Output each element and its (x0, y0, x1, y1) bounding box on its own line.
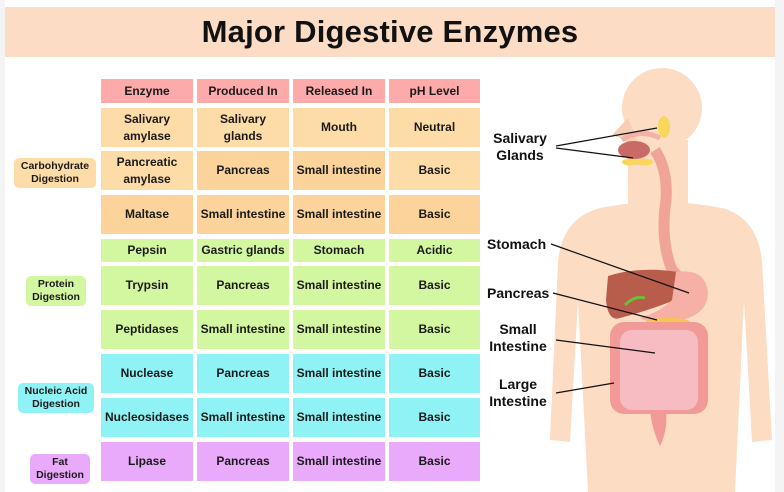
cell-released-in: Mouth (293, 108, 385, 147)
cell-produced-in: Salivary glands (197, 108, 289, 147)
label-large-intestine: Large Intestine (489, 376, 547, 409)
label-salivary-glands: Salivary Glands (493, 130, 547, 163)
cell-released-in: Stomach (293, 239, 385, 262)
cell-produced-in: Small intestine (197, 195, 289, 234)
cell-produced-in: Small intestine (197, 310, 289, 349)
label-stomach: Stomach (487, 236, 547, 252)
group-protein: Protein Digestion (26, 276, 86, 306)
cell-produced-in: Small intestine (197, 398, 289, 437)
cell-ph-level: Basic (389, 195, 480, 234)
cell-enzyme: Peptidases (101, 310, 193, 349)
stomach (640, 271, 708, 323)
cell-ph-level: Neutral (389, 108, 480, 147)
group-fat: Fat Digestion (30, 454, 90, 484)
cell-released-in: Small intestine (293, 442, 385, 481)
cell-released-in: Small intestine (293, 310, 385, 349)
leader-lines (550, 127, 690, 394)
cell-enzyme: Nuclease (101, 354, 193, 393)
group-carbohydrate: Carbohydrate Digestion (14, 158, 96, 188)
label-small-intestine: Small Intestine (489, 321, 547, 354)
cell-ph-level: Basic (389, 354, 480, 393)
page-title: Major Digestive Enzymes (201, 14, 579, 49)
liver (606, 269, 678, 319)
cell-enzyme: Pancreatic amylase (101, 151, 193, 190)
cell-produced-in: Pancreas (197, 151, 289, 190)
cell-ph-level: Basic (389, 398, 480, 437)
cell-enzyme: Lipase (101, 442, 193, 481)
header-produced-in: Produced In (197, 79, 289, 103)
cell-ph-level: Acidic (389, 239, 480, 262)
cell-produced-in: Pancreas (197, 266, 289, 305)
label-pancreas: Pancreas (487, 285, 550, 301)
cell-enzyme: Nucleosidases (101, 398, 193, 437)
cell-ph-level: Basic (389, 151, 480, 190)
cell-enzyme: Trypsin (101, 266, 193, 305)
group-nucleic-acid: Nucleic Acid Digestion (18, 383, 94, 413)
cell-released-in: Small intestine (293, 151, 385, 190)
cell-produced-in: Pancreas (197, 442, 289, 481)
cell-produced-in: Gastric glands (197, 239, 289, 262)
intestines (610, 322, 708, 446)
cell-enzyme: Maltase (101, 195, 193, 234)
cell-produced-in: Pancreas (197, 354, 289, 393)
cell-released-in: Small intestine (293, 354, 385, 393)
cell-ph-level: Basic (389, 442, 480, 481)
title-band: Major Digestive Enzymes (5, 7, 775, 57)
cell-enzyme: Pepsin (101, 239, 193, 262)
header-ph-level: pH Level (389, 79, 480, 103)
mouth-and-glands (618, 116, 670, 166)
cell-enzyme: Salivary amylase (101, 108, 193, 147)
cell-ph-level: Basic (389, 310, 480, 349)
header-enzyme: Enzyme (101, 79, 193, 103)
cell-released-in: Small intestine (293, 398, 385, 437)
cell-released-in: Small intestine (293, 195, 385, 234)
cell-ph-level: Basic (389, 266, 480, 305)
header-released-in: Released In (293, 79, 385, 103)
cell-released-in: Small intestine (293, 266, 385, 305)
